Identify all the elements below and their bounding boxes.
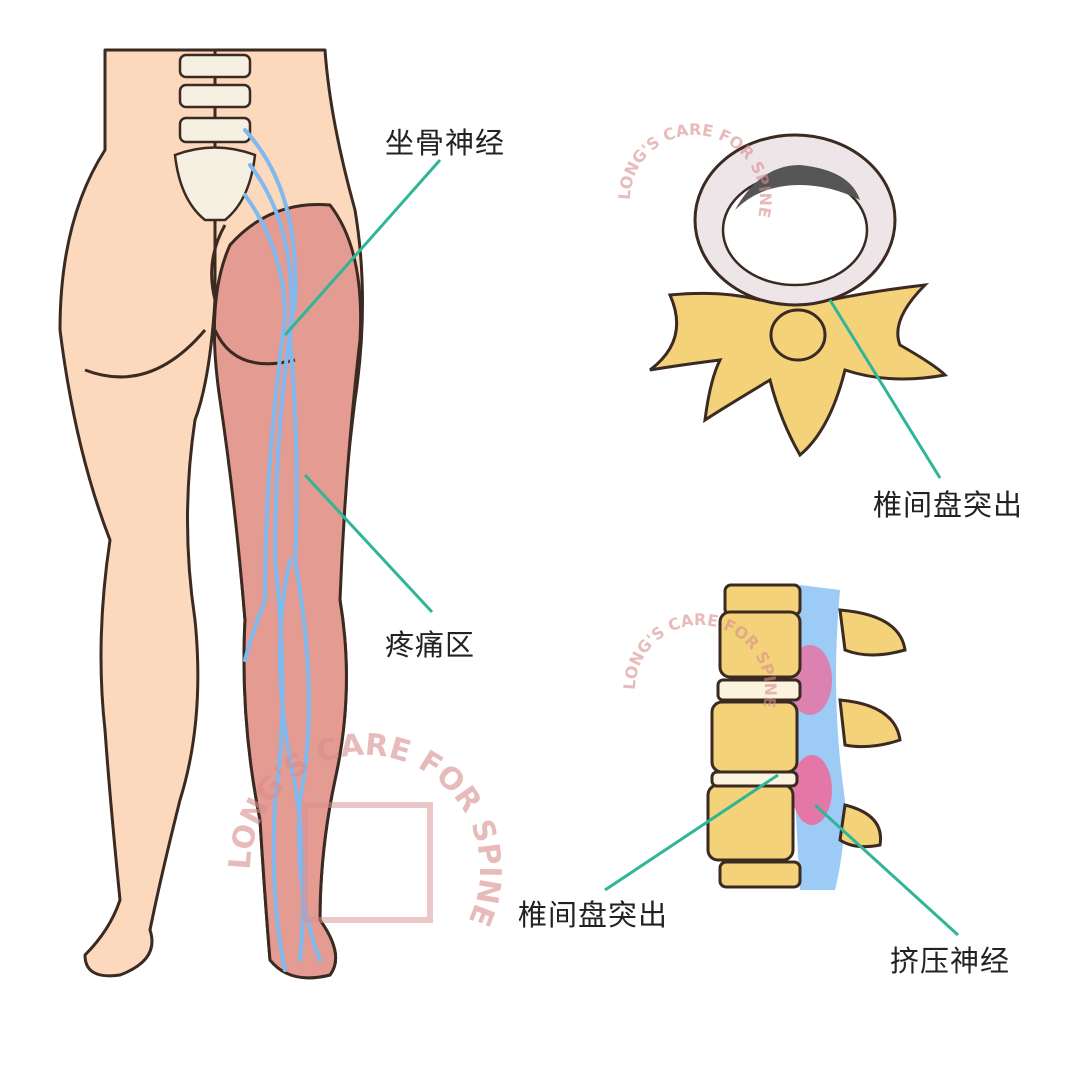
disc-cross-section bbox=[649, 133, 949, 458]
label-disc-herniation-side: 椎间盘突出 bbox=[518, 898, 669, 932]
label-sciatic-nerve: 坐骨神经 bbox=[385, 126, 506, 160]
left-leg bbox=[58, 48, 217, 978]
spinal-cord bbox=[769, 308, 827, 362]
vertebral-arch bbox=[649, 283, 949, 458]
leader-lines bbox=[283, 159, 960, 937]
label-disc-herniation-top: 椎间盘突出 bbox=[873, 488, 1024, 522]
label-compressed-nerve: 挤压神经 bbox=[890, 944, 1011, 978]
leader-disc-top bbox=[828, 299, 942, 479]
leader-nerve bbox=[813, 803, 960, 937]
sciatic-nerve-lines bbox=[243, 128, 322, 972]
spine-side-view bbox=[706, 583, 907, 890]
compression-spot bbox=[792, 755, 832, 825]
leader-sciatic bbox=[283, 159, 442, 336]
sacrum-vertebrae bbox=[173, 53, 257, 222]
legs-back-view bbox=[58, 48, 364, 980]
label-pain-area: 疼痛区 bbox=[385, 628, 476, 662]
pain-area bbox=[212, 203, 363, 980]
leader-disc-side bbox=[604, 773, 779, 892]
leader-pain bbox=[303, 473, 434, 614]
